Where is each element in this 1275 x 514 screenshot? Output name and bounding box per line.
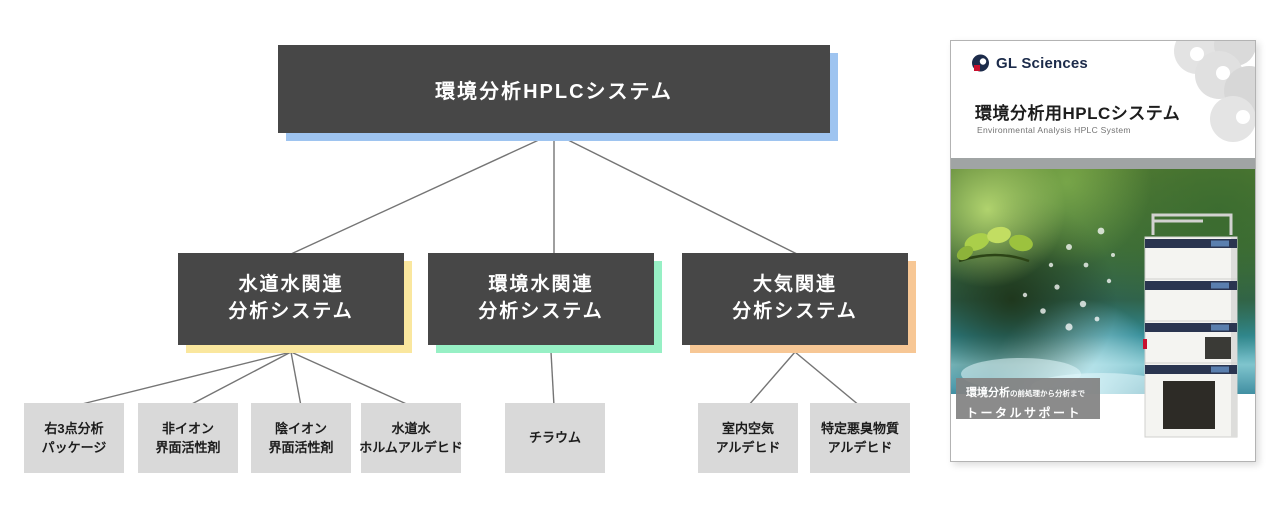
divider-band: [951, 158, 1255, 169]
leaf-right3point-package[interactable]: 右3点分析 パッケージ: [24, 403, 124, 473]
leaf-tapwater-formaldehyde[interactable]: 水道水 ホルムアルデヒド: [359, 403, 463, 473]
leaf-label-line1: チラウム: [528, 430, 581, 446]
brand-name: GL Sciences: [996, 55, 1088, 72]
catalog-tagline: 環境分析の前処理から分析まで トータルサポート: [956, 378, 1100, 420]
leaf-label-line2: 界面活性剤: [155, 440, 221, 455]
leaf-label-line1: 非イオン: [161, 420, 214, 436]
gl-sciences-logo: GL Sciences: [971, 54, 1088, 73]
dot-circles-decoration: [1174, 41, 1255, 142]
leaf-label-line1: 室内空気: [721, 420, 774, 436]
leaf-odor-substances-aldehyde[interactable]: 特定悪臭物質 アルデヒド: [810, 403, 910, 473]
leaf-nonionic-surfactant[interactable]: 非イオン 界面活性剤: [138, 403, 238, 473]
branch-label-line2: 分析システム: [732, 301, 858, 322]
tagline-highlight: 環境分析: [966, 387, 1010, 399]
node-root-label: 環境分析HPLCシステム: [435, 80, 673, 103]
leaf-label-line2: アルデヒド: [715, 440, 781, 455]
hplc-instrument-illustration: [1143, 213, 1238, 438]
node-atmosphere-systems[interactable]: 大気関連 分析システム: [682, 253, 908, 345]
leaf-anionic-surfactant[interactable]: 陰イオン 界面活性剤: [251, 403, 351, 473]
branch-label-line1: 大気関連: [752, 274, 837, 296]
tagline-line2: トータルサポート: [966, 406, 1083, 420]
catalog-cover[interactable]: GL Sciences 環境分析用HPLCシステム Environmental …: [950, 40, 1256, 462]
leaf-label-line1: 陰イオン: [274, 420, 327, 436]
tagline-rest: の前処理から分析まで: [1010, 389, 1085, 398]
leaf-label-line1: 右3点分析: [44, 420, 104, 436]
gl-sciences-logo-icon: [972, 54, 989, 72]
leaf-label-line2: パッケージ: [41, 440, 107, 455]
leaf-label-line2: ホルムアルデヒド: [359, 440, 463, 455]
branch-label-line1: 環境水関連: [488, 274, 594, 296]
catalog-title: 環境分析用HPLCシステム: [975, 104, 1181, 123]
leaf-thiuram[interactable]: チラウム: [505, 403, 605, 473]
leaf-label-line2: アルデヒド: [827, 440, 893, 455]
leaf-label-line2: 界面活性剤: [268, 440, 334, 455]
node-root-hplc-system[interactable]: 環境分析HPLCシステム: [278, 45, 830, 133]
node-tap-water-systems[interactable]: 水道水関連 分析システム: [178, 253, 404, 345]
catalog-nature-photo: [951, 169, 1255, 438]
leaf-label-line1: 水道水: [391, 420, 431, 436]
node-environmental-water-systems[interactable]: 環境水関連 分析システム: [428, 253, 654, 345]
leaf-indoor-air-aldehyde[interactable]: 室内空気 アルデヒド: [698, 403, 798, 473]
catalog-subtitle: Environmental Analysis HPLC System: [977, 125, 1131, 135]
branch-label-line1: 水道水関連: [238, 274, 344, 296]
branch-label-line2: 分析システム: [478, 301, 604, 322]
leaf-label-line1: 特定悪臭物質: [820, 420, 899, 436]
branch-label-line2: 分析システム: [228, 301, 354, 322]
